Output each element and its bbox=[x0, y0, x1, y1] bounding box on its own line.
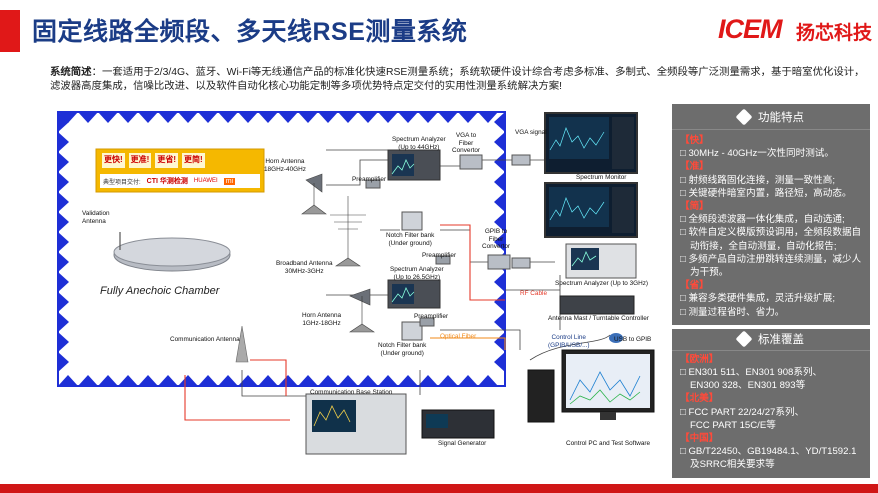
feature-item: □ 射频线路固化连接，测量一致性高; bbox=[680, 174, 836, 186]
feature-item: □ 测量过程省时、省力。 bbox=[680, 306, 785, 318]
logo-icem-text: ICEM bbox=[718, 14, 782, 44]
feature-item: □ 30MHz - 40GHz一次性同时测试。 bbox=[680, 148, 834, 160]
banner-item-faster: 更快! bbox=[102, 153, 125, 168]
features-bullet-icon bbox=[735, 108, 753, 125]
system-summary: 系统简述：一套适用于2/3/4G、蓝牙、Wi-Fi等无线通信产品的标准化快速RS… bbox=[50, 66, 870, 94]
brand-cti: CTI 华测检测 bbox=[146, 178, 188, 185]
validation-antenna-label: Validation Antenna bbox=[82, 210, 110, 225]
standard-item: □ FCC PART 22/24/27系列、 bbox=[680, 406, 805, 418]
title-accent-bar bbox=[0, 10, 20, 52]
preamp2-label: Preamplifier bbox=[422, 252, 457, 259]
vga-signal-label: VGA signal bbox=[515, 129, 547, 136]
feature-group-saving: 【省】 □ 兼容多类硬件集成，灵活升级扩展; □ 测量过程省时、省力。 bbox=[680, 279, 862, 319]
notch2-label: Notch Filter bank (Under ground) bbox=[378, 342, 427, 357]
feature-head: 【快】 bbox=[680, 135, 709, 146]
optical-fiber-label: Optical Fiber bbox=[440, 333, 477, 340]
pc-tower bbox=[527, 369, 555, 423]
base-station-label: Communication Base Station bbox=[310, 389, 393, 396]
gpib-fiber-converter bbox=[487, 254, 511, 270]
banner-brands: 典型项目交付: CTI 华测检测 HUAWEI mi bbox=[100, 174, 260, 188]
features-header: 功能特点 bbox=[672, 104, 870, 130]
notch-filter-2 bbox=[401, 321, 423, 341]
right-panel: 功能特点 【快】 □ 30MHz - 40GHz一次性同时测试。 【准】 □ 射… bbox=[672, 104, 870, 478]
summary-label: 系统简述 bbox=[50, 67, 92, 78]
standards-header: 标准覆盖 bbox=[672, 324, 870, 351]
footer-bar bbox=[0, 484, 878, 493]
summary-text: ：一套适用于2/3/4G、蓝牙、Wi-Fi等无线通信产品的标准化快速RSE测量系… bbox=[50, 67, 865, 92]
vga-fiber-converter bbox=[459, 154, 483, 170]
standards-list: 【欧洲】 □ EN301 511、EN301 908系列、 EN300 328、… bbox=[672, 351, 870, 478]
mast-controller-body bbox=[559, 295, 635, 315]
feature-group-accurate: 【准】 □ 射频线路固化连接，测量一致性高; □ 关键硬件暗室内置，路径短，高动… bbox=[680, 160, 862, 200]
preamp-3 bbox=[419, 317, 435, 327]
horn1-label: Horn Antenna 18GHz-40GHz bbox=[264, 158, 306, 173]
horn2-label: Horn Antenna 1GHz-18GHz bbox=[302, 312, 342, 327]
signal-gen-label: Signal Generator bbox=[438, 440, 487, 447]
standard-item: □ GB/T22450、GB19484.1、YD/T1592.1 bbox=[680, 446, 857, 458]
feature-item: □ 全频段滤波器一体化集成，自动选通; bbox=[680, 214, 845, 226]
feature-item: □ 关键硬件暗室内置，路径短，高动态。 bbox=[680, 187, 852, 199]
standard-head-eu: 【欧洲】 bbox=[680, 353, 719, 365]
preamp1-label: Preamplifier bbox=[352, 176, 387, 183]
sa2-label: Spectrum Analyzer (Up to 26.5GHz) bbox=[390, 266, 444, 281]
feature-item: □ 软件自定义模版预设调用，全频段数据自动衔接，全自动测量，自动化报告; bbox=[680, 227, 862, 252]
notch-filter-1 bbox=[401, 211, 423, 231]
standards-bullet-icon bbox=[735, 330, 753, 348]
rf-cable-label: RF Cable bbox=[520, 290, 547, 297]
horn-antenna-2 bbox=[349, 288, 375, 333]
notch1-label: Notch Filter bank (Under ground) bbox=[386, 232, 435, 247]
feature-head: 【省】 bbox=[680, 280, 709, 292]
control-pc-label: Control PC and Test Software bbox=[566, 440, 651, 447]
gpib-fiber-label: GPIB to Fiber Convertor bbox=[482, 228, 511, 250]
sa3-label: Spectrum Analyzer (Up to 3GHz) bbox=[555, 280, 649, 287]
comm-antenna-label: Communication Antenna bbox=[170, 336, 240, 343]
banner-checks: 更快! 更准! 更省! 更简! bbox=[102, 153, 260, 168]
standard-head-cn: 【中国】 bbox=[680, 433, 719, 445]
feature-head: 【准】 bbox=[680, 161, 709, 173]
features-list: 【快】 □ 30MHz - 40GHz一次性同时测试。 【准】 □ 射频线路固化… bbox=[672, 130, 870, 325]
brand-huawei: HUAWEI bbox=[193, 178, 218, 184]
rf-cable-lines bbox=[184, 224, 505, 421]
optical-fiber-lines bbox=[430, 337, 506, 350]
standards-title: 标准覆盖 bbox=[758, 334, 804, 347]
comm-antenna-shape bbox=[235, 325, 249, 363]
usb-gpib-device bbox=[609, 333, 623, 343]
feature-item: □ 多频产品自动注册跳转连续测量，减少人为干预。 bbox=[680, 253, 862, 279]
sa1-label: Spectrum Analyzer (Up to 44GHz) bbox=[392, 136, 446, 151]
company-logo: ICEM 扬芯科技 bbox=[718, 14, 878, 46]
spectrum-monitor-label: Spectrum Monitor bbox=[576, 174, 627, 181]
banner-delivered-label: 典型项目交付: bbox=[103, 179, 141, 186]
preamp3-label: Preamplifier bbox=[414, 313, 449, 320]
standard-head-na: 【北美】 bbox=[680, 393, 719, 405]
banner-item-accurate: 更准! bbox=[128, 153, 152, 168]
page-title: 固定线路全频段、多天线RSE测量系统 bbox=[32, 18, 468, 46]
standard-item: EN300 328、EN301 893等 bbox=[690, 380, 806, 392]
horn-antenna-1 bbox=[301, 173, 327, 215]
feature-item: □ 兼容多类硬件集成，灵活升级扩展; bbox=[680, 293, 836, 305]
banner-item-simple: 更简! bbox=[182, 153, 205, 168]
preamp-2 bbox=[435, 255, 451, 265]
standard-item: FCC PART 15C/E等 bbox=[690, 419, 776, 431]
preamp-1 bbox=[365, 179, 381, 189]
broadband-antenna bbox=[330, 196, 366, 267]
vga-fiber-label: VGA to Fiber Convertor bbox=[452, 132, 481, 154]
chamber-label: Fully Anechoic Chamber bbox=[100, 285, 220, 297]
broadband-label: Broadband Antenna 30MHz-3GHz bbox=[276, 260, 333, 275]
feature-group-simple: 【简】 □ 全频段滤波器一体化集成，自动选通; □ 软件自定义模版预设调用，全频… bbox=[680, 200, 862, 279]
usb-gpib-label: USB to GPIB bbox=[614, 336, 652, 343]
logo-cn-text: 扬芯科技 bbox=[796, 23, 873, 44]
control-line-label: Control Line (GPIB/USB/...) bbox=[548, 334, 590, 349]
brand-mi: mi bbox=[223, 177, 236, 185]
features-title: 功能特点 bbox=[758, 111, 804, 124]
banner-item-saving: 更省! bbox=[155, 153, 179, 168]
mast-controller-label: Antenna Mast / Turntable Controller bbox=[548, 315, 649, 322]
standard-item: 及SRRC相关要求等 bbox=[690, 459, 775, 471]
standard-item: □ EN301 511、EN301 908系列、 bbox=[680, 367, 823, 379]
feature-head: 【简】 bbox=[680, 201, 709, 213]
feature-group-fast: 【快】 □ 30MHz - 40GHz一次性同时测试。 bbox=[680, 134, 862, 160]
